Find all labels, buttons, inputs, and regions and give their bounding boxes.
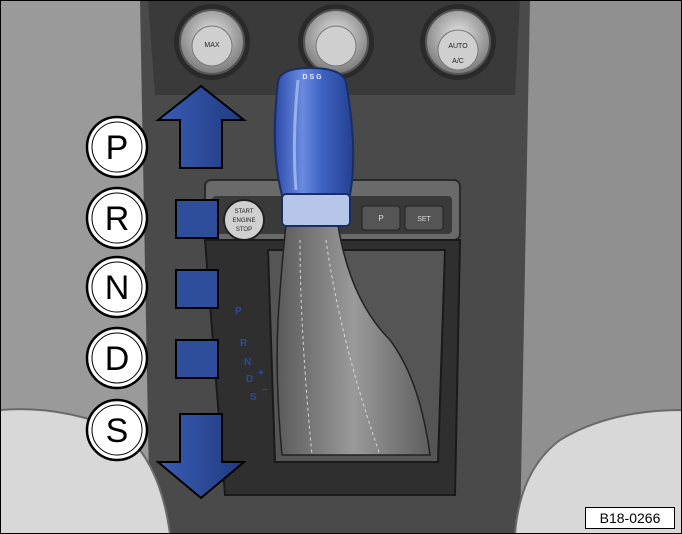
gate-label-r: R bbox=[240, 338, 248, 349]
right-seat bbox=[513, 408, 682, 534]
start-stop-label-2: ENGINE bbox=[232, 218, 255, 224]
position-indicator-d bbox=[175, 339, 219, 379]
gate-label-n: N bbox=[244, 357, 251, 368]
climate-left-label: MAX bbox=[204, 42, 220, 49]
tire-button-label: SET bbox=[417, 216, 431, 223]
reference-code: B18-0266 bbox=[585, 507, 675, 529]
position-r: R bbox=[85, 186, 149, 250]
gear-knob: D S G bbox=[273, 66, 355, 227]
right-panel bbox=[520, 0, 682, 534]
gate-label-d: D bbox=[246, 374, 253, 385]
gate-indicator: P R N D S + – bbox=[235, 306, 268, 403]
gear-boot-area bbox=[203, 224, 462, 496]
climate-dial-left: MAX bbox=[174, 4, 250, 80]
knob-top-label: D S G bbox=[302, 74, 322, 81]
tire-monitor-button bbox=[404, 205, 444, 231]
gate-label-s: S bbox=[250, 392, 257, 403]
gate-minus: – bbox=[262, 384, 268, 395]
climate-dial-right: AUTO A/C bbox=[420, 4, 496, 80]
gear-boot bbox=[276, 224, 431, 456]
position-indicator-n bbox=[175, 269, 219, 309]
start-stop-label-1: START bbox=[234, 209, 253, 215]
park-assist-button bbox=[361, 205, 401, 231]
start-stop-label-3: STOP bbox=[236, 227, 252, 233]
position-s: S bbox=[85, 398, 149, 462]
climate-right-label-ac: A/C bbox=[452, 58, 464, 65]
position-label-s: S bbox=[106, 412, 129, 450]
arrow-down-icon bbox=[155, 413, 247, 500]
position-label-p: P bbox=[106, 129, 129, 167]
position-indicator-r bbox=[175, 199, 219, 239]
climate-dial-center bbox=[298, 4, 374, 80]
position-label-n: N bbox=[105, 269, 130, 307]
park-assist-icon: P bbox=[378, 214, 383, 223]
position-label-r: R bbox=[105, 200, 130, 238]
knob-collar bbox=[281, 193, 351, 227]
arrow-up-icon bbox=[155, 84, 247, 169]
position-label-d: D bbox=[105, 340, 130, 378]
position-p: P bbox=[85, 115, 149, 179]
position-d: D bbox=[85, 326, 149, 390]
position-n: N bbox=[85, 255, 149, 319]
gate-label-p: P bbox=[235, 306, 242, 317]
gate-plus: + bbox=[258, 368, 264, 379]
climate-right-label-auto: AUTO bbox=[448, 43, 468, 50]
